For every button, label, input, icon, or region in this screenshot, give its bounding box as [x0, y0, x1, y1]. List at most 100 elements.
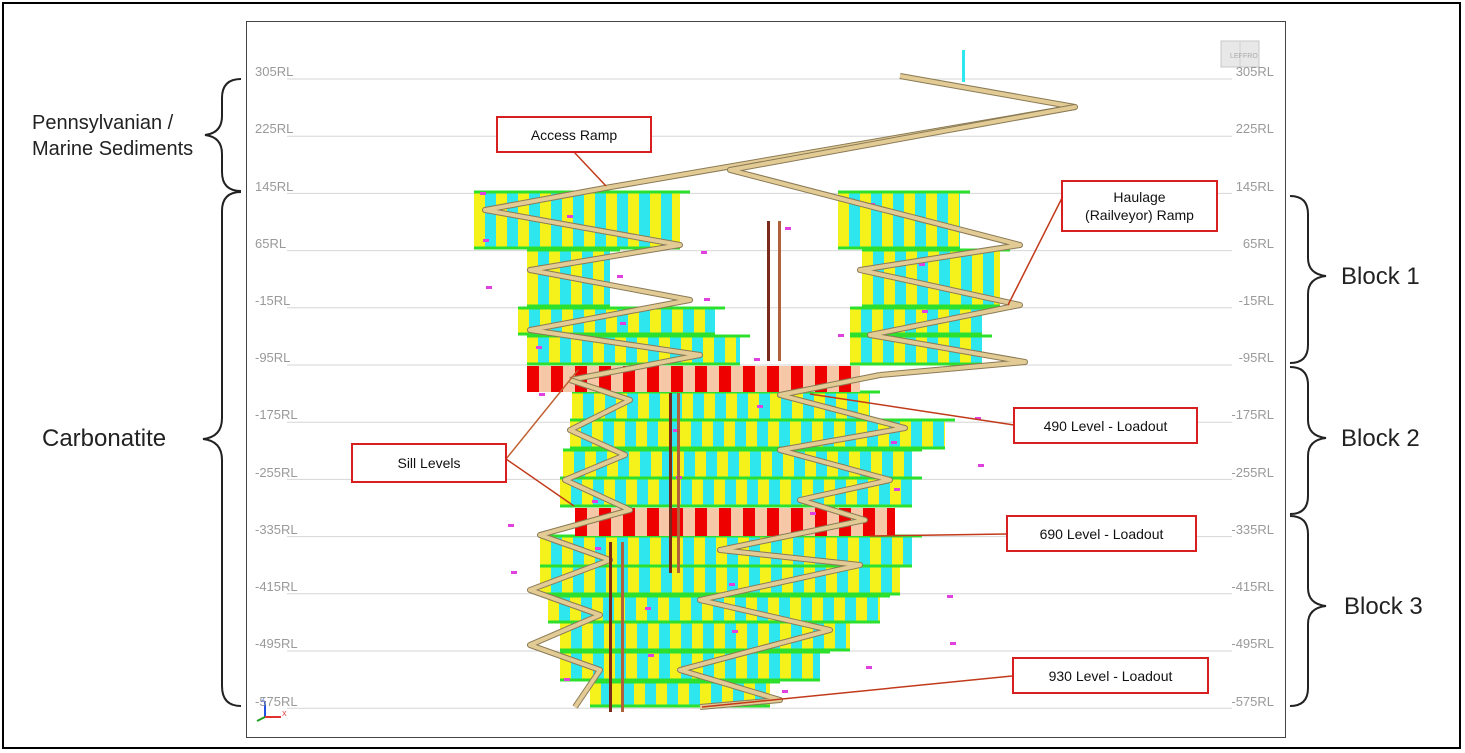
sill-cell: [683, 508, 695, 536]
stope-cell: [538, 336, 549, 364]
stope-cell: [870, 566, 881, 594]
stope-cell: [672, 566, 683, 594]
stope-cell: [562, 192, 573, 248]
rl-label-right: 305RL: [1235, 64, 1274, 79]
stope-cell: [692, 336, 703, 364]
stope-cell: [971, 308, 982, 334]
stope-cell: [850, 336, 861, 364]
stope-cell: [661, 566, 672, 594]
accent-marker: [894, 488, 900, 491]
stope-cell: [726, 392, 737, 420]
stope-cell: [601, 682, 612, 706]
sill-cell: [887, 508, 895, 536]
stope-cell: [540, 536, 551, 566]
svg-text:FRO: FRO: [1243, 53, 1258, 60]
stope-cell: [959, 192, 960, 248]
callout-access-ramp-text: Access Ramp: [530, 126, 618, 143]
stope-cell: [747, 652, 758, 680]
stope-cell: [703, 478, 714, 506]
sill-cell: [779, 508, 791, 536]
sill-cell: [671, 366, 683, 392]
stope-cell: [881, 536, 892, 566]
stope-cell: [551, 536, 562, 566]
stope-cell: [659, 478, 670, 506]
stope-cell: [872, 336, 883, 364]
stope-cell: [605, 392, 616, 420]
stope-cell: [681, 478, 692, 506]
stope-cell: [904, 192, 915, 248]
stope-cell: [736, 622, 747, 650]
stope-cell: [593, 250, 604, 306]
sill-cell: [551, 366, 563, 392]
stope-cell: [672, 308, 683, 334]
stope-cell: [838, 192, 849, 248]
stope-cell: [960, 308, 971, 334]
stope-cell: [725, 478, 736, 506]
accent-marker: [645, 607, 651, 610]
stope-cell: [883, 308, 894, 334]
stope-cell: [623, 682, 634, 706]
mine-section-drawing: LEF FRO Z X: [256, 40, 1260, 722]
accent-marker: [486, 286, 492, 289]
stope-cell: [670, 478, 681, 506]
stope-cell: [893, 450, 904, 478]
accent-marker: [701, 251, 707, 254]
callout-690-loadout: 690 Level - Loadout: [1006, 515, 1197, 552]
stope-cell: [639, 566, 650, 594]
stope-cell: [549, 336, 560, 364]
view-cube-icon[interactable]: LEF FRO: [1220, 40, 1260, 68]
stope-cell: [793, 536, 804, 566]
accent-marker: [480, 192, 486, 195]
svg-text:Z: Z: [261, 697, 266, 704]
stope-cell: [683, 536, 694, 566]
stope-cell: [604, 336, 615, 364]
stope-cell: [691, 596, 702, 622]
axis-triad-icon: Z X: [256, 697, 287, 722]
stope-cell: [747, 478, 758, 506]
stope-cell: [574, 450, 585, 478]
haulage-ramp: [728, 105, 1076, 377]
stope-cell: [727, 566, 738, 594]
stope-cell: [904, 450, 912, 478]
callout-930-loadout: 930 Level - Loadout: [1012, 657, 1209, 694]
callout-haulage-line2: (Railveyor) Ramp: [1085, 207, 1194, 223]
callout-490-loadout: 490 Level - Loadout: [1013, 407, 1198, 444]
stope-cell: [849, 450, 860, 478]
stope-cell: [694, 566, 705, 594]
stope-cell: [670, 652, 681, 680]
stope-cell: [739, 450, 750, 478]
stope-cell: [725, 336, 736, 364]
stope-cell: [879, 478, 890, 506]
stope-cell: [594, 392, 605, 420]
stope-cell: [680, 596, 691, 622]
stope-cell: [782, 536, 793, 566]
stope-cell: [627, 392, 638, 420]
rl-label-right: 65RL: [1242, 236, 1274, 251]
svg-text:LEF: LEF: [1230, 53, 1243, 60]
section-view: LEF FRO Z X: [246, 21, 1286, 738]
stope-cell: [538, 250, 549, 306]
stope-cell: [846, 478, 857, 506]
stope-cell: [736, 478, 747, 506]
stope-cell: [689, 682, 700, 706]
accent-marker: [592, 500, 598, 503]
stope-cell: [882, 450, 893, 478]
stope-cell: [660, 392, 671, 420]
stope-cell: [813, 478, 824, 506]
stope-cell: [603, 596, 614, 622]
stope-cell: [838, 450, 849, 478]
block-2-label: Block 2: [1341, 425, 1420, 452]
stope-cell: [595, 192, 606, 248]
stope-cell: [671, 392, 682, 420]
stope-cell: [714, 478, 725, 506]
stope-cell: [629, 450, 640, 478]
stope-cell: [928, 250, 939, 306]
stope-cell: [638, 392, 649, 420]
accent-marker: [564, 678, 570, 681]
sill-cell: [791, 508, 803, 536]
stope-cell: [812, 420, 823, 448]
block-1-label: Block 1: [1341, 263, 1420, 290]
sill-cell: [635, 366, 647, 392]
stope-cell: [662, 450, 673, 478]
stope-cell: [944, 420, 945, 448]
